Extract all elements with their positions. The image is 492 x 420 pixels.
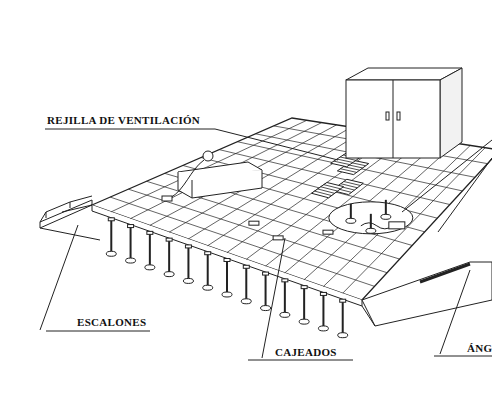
pedestal <box>299 286 309 325</box>
leader-line <box>248 360 353 361</box>
ventilation-grille <box>312 182 344 197</box>
pedestal <box>203 252 213 291</box>
leader-line <box>40 225 78 330</box>
cutout <box>249 221 259 225</box>
part-label: REJILLA DE VENTILACIÓN <box>46 114 201 126</box>
leader-line <box>438 158 492 232</box>
pedestal <box>318 292 328 331</box>
pedestal <box>183 245 193 283</box>
pedestal <box>106 218 116 256</box>
ramp <box>362 262 492 326</box>
leader-line <box>434 356 492 357</box>
part-label: CAJEADOS <box>274 346 338 358</box>
leader-line <box>262 238 285 358</box>
cabinet <box>346 68 462 158</box>
pedestal <box>280 279 290 318</box>
pedestal <box>241 265 251 304</box>
pedestal <box>338 299 348 338</box>
floor <box>40 68 492 338</box>
pedestal <box>222 259 232 298</box>
part-label: ÁNG <box>466 342 492 354</box>
pedestal <box>126 225 136 264</box>
leader-line <box>46 331 150 332</box>
cutout <box>273 236 283 240</box>
cutout <box>323 230 333 234</box>
junction-box <box>162 151 262 201</box>
pedestal <box>145 231 155 270</box>
leader-line <box>45 129 338 160</box>
part-label: ESCALONES <box>76 316 147 328</box>
pedestal <box>164 238 174 277</box>
pedestal <box>261 272 271 311</box>
